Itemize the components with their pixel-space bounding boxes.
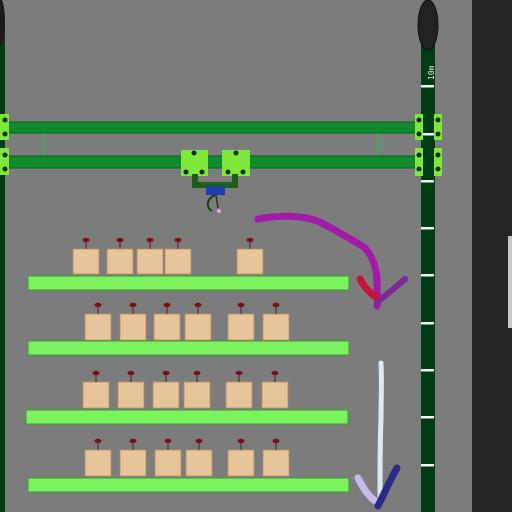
right-pole-cap [417, 0, 439, 51]
gripper-hook [206, 194, 216, 212]
box-icon[interactable] [82, 370, 110, 409]
violet-stroke [374, 276, 408, 305]
navy-stroke [374, 464, 401, 510]
gripper-claw [215, 194, 219, 209]
left-bracket-upper [0, 114, 9, 140]
box-icon[interactable] [154, 438, 182, 477]
shelf-plank [25, 409, 349, 425]
bolt-icon [416, 117, 422, 123]
gripper-head [206, 186, 225, 195]
ruler-ticks [421, 85, 434, 467]
ruler-tick [421, 274, 434, 277]
right-panel-edge [508, 236, 512, 328]
bolt-icon [225, 169, 231, 175]
bolt-icon [435, 166, 441, 172]
box-icon[interactable] [183, 370, 211, 409]
shelf-4 [27, 438, 350, 493]
shelf-plank [27, 275, 350, 291]
ruler-tick [421, 464, 434, 467]
gripper-icon[interactable] [181, 150, 250, 213]
bolt-icon [2, 152, 8, 158]
lower-rail [4, 155, 422, 169]
left-pole [0, 20, 5, 512]
gripper-arm [192, 174, 238, 188]
shelf-3 [25, 370, 349, 425]
bolt-icon [240, 169, 246, 175]
left-pole-cap [0, 0, 5, 46]
ruler-tick [421, 85, 434, 88]
ruler-tick [421, 369, 434, 372]
ruler-tick [421, 180, 434, 183]
white-stroke [377, 360, 384, 499]
gripper-tip [217, 209, 221, 213]
ruler-tick [421, 416, 434, 419]
bolt-icon [416, 152, 422, 158]
ruler-tick [421, 322, 434, 325]
box-icon[interactable] [106, 237, 134, 275]
box-icon[interactable] [164, 237, 192, 275]
upper-rail [4, 121, 422, 134]
bolt-icon [2, 166, 8, 172]
box-icon[interactable] [119, 302, 147, 341]
bolt-icon [416, 131, 422, 137]
box-icon[interactable] [117, 370, 145, 409]
box-icon[interactable] [152, 370, 180, 409]
bolt-icon [416, 166, 422, 172]
red-stroke [356, 275, 380, 301]
bolt-icon [2, 131, 8, 137]
box-icon[interactable] [184, 302, 212, 341]
bolt-icon [233, 150, 239, 156]
bolt-icon [435, 117, 441, 123]
box-icon[interactable] [225, 370, 253, 409]
box-icon[interactable] [136, 237, 164, 275]
shelf-plank [27, 340, 350, 356]
bolt-icon [435, 131, 441, 137]
box-icon[interactable] [262, 302, 290, 341]
right-panel [472, 0, 512, 512]
shelves-layer [25, 237, 350, 493]
bolt-icon [435, 152, 441, 158]
ruler-tick [421, 133, 434, 136]
box-icon[interactable] [84, 302, 112, 341]
box-icon[interactable] [153, 302, 181, 341]
box-icon[interactable] [84, 438, 112, 477]
ruler-tick [421, 227, 434, 230]
box-icon[interactable] [227, 302, 255, 341]
box-icon[interactable] [227, 438, 255, 477]
purple-stroke [254, 212, 382, 310]
shelf-plank [27, 477, 350, 493]
left-bracket-lower [0, 148, 9, 175]
right-pole [421, 22, 435, 512]
shelf-1 [27, 237, 350, 291]
shelf-2 [27, 302, 350, 356]
bolt-icon [191, 150, 197, 156]
ruler-label: 10m [427, 65, 436, 80]
box-icon[interactable] [185, 438, 213, 477]
box-icon[interactable] [262, 438, 290, 477]
box-icon[interactable] [261, 370, 289, 409]
right-bracket-lower [415, 148, 442, 176]
box-icon[interactable] [236, 237, 264, 275]
bolt-icon [2, 117, 8, 123]
bolt-icon [183, 169, 189, 175]
bolt-icon [199, 169, 205, 175]
lavender-stroke [354, 474, 381, 506]
right-bracket-upper [415, 114, 442, 140]
box-icon[interactable] [72, 237, 100, 275]
box-icon[interactable] [119, 438, 147, 477]
